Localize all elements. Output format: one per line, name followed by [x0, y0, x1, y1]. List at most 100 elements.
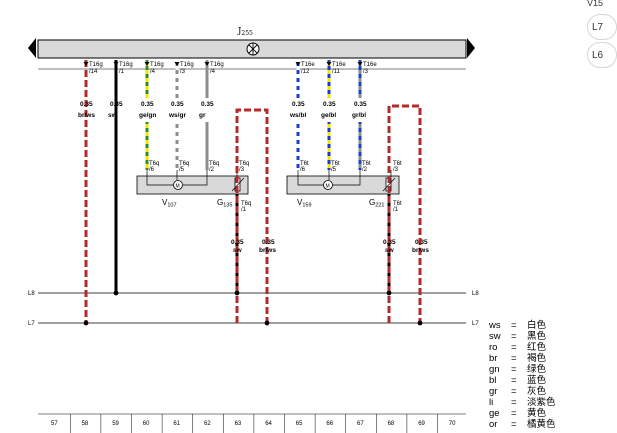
legend-equals: =: [511, 353, 517, 364]
junction-58-l7: [83, 320, 89, 326]
grid-number-59: 59: [112, 421, 119, 427]
junction-59-l8: [113, 290, 119, 296]
connector-4-pin: /4: [210, 69, 216, 75]
legend-color-name: 黄色: [527, 408, 547, 419]
legend-equals: =: [511, 386, 517, 397]
legend-color-name: 白色: [527, 320, 547, 331]
wire-4-size: 0.35: [201, 101, 214, 108]
wires: [83, 60, 423, 326]
legend-row-br: br=褐色: [489, 353, 556, 364]
grid-number-62: 62: [204, 421, 211, 427]
wire-3-color: ws/gr: [168, 112, 186, 119]
grid-number-64: 64: [265, 421, 272, 427]
legend-code: or: [489, 419, 498, 430]
left-motor-internal: [146, 177, 208, 186]
connector-1-name: T16g: [119, 62, 133, 68]
connector-1-pin: /1: [119, 69, 125, 75]
left-motor-symbol-icon: [173, 180, 183, 190]
right-drop-color: br/ws: [412, 247, 429, 254]
side-tab-l7[interactable]: L7: [587, 14, 617, 40]
left-shield-drop: [235, 108, 269, 323]
connector-pin-icon-1: [113, 62, 119, 66]
connector-pin-icon-4: [204, 62, 210, 66]
junction-68-l8: [386, 290, 392, 296]
rail-l7-label-left: L7: [28, 321, 35, 327]
grid-number-58: 58: [82, 421, 89, 427]
wire-2-size: 0.35: [141, 101, 154, 108]
right-motor-symbol-icon: [323, 180, 333, 190]
legend-code: sw: [489, 331, 501, 342]
legend-equals: =: [511, 331, 517, 342]
legend-row-li: li=淡紫色: [489, 397, 556, 408]
legend-code: ro: [489, 342, 498, 353]
connector-6-pin: /11: [332, 69, 341, 75]
connector-2-name: T16g: [150, 62, 164, 68]
legend-color-name: 绿色: [527, 364, 547, 375]
bar-right-arrow: [467, 38, 475, 58]
legend-row-sw: sw=黑色: [489, 331, 556, 342]
wire-labels: T16g/140.35br/wsT16g/10.35swT16g/40.35ge…: [78, 62, 429, 254]
side-tab-l6[interactable]: L6: [587, 42, 617, 68]
legend-row-ws: ws = 白色: [489, 320, 556, 331]
wire-5-size: 0.35: [292, 101, 305, 108]
legend-equals: =: [511, 320, 517, 331]
legend-color-name: 灰色: [527, 386, 547, 397]
connector-pin-icon-6: [326, 62, 332, 66]
legend-equals: =: [511, 408, 517, 419]
legend-code: bl: [489, 375, 497, 386]
legend-color-name: 红色: [527, 342, 547, 353]
right-motor-internal: [297, 177, 361, 186]
wire-4-color: gr: [199, 112, 206, 119]
legend-row-gr: gr=灰色: [489, 386, 556, 397]
legend-equals: =: [511, 419, 517, 430]
legend-equals: =: [511, 364, 517, 375]
junction-64-l7: [264, 320, 270, 326]
connector-pin-icon-2: [144, 62, 150, 66]
connector-0-name: T16g: [89, 62, 103, 68]
wire-0-color: br/ws: [78, 112, 95, 119]
right-ground-color: sw: [385, 247, 395, 254]
right-motor-pin-3: T6t/3: [393, 161, 402, 173]
side-panel: V15 L7 L6: [583, 0, 617, 70]
left-ground-conn: T6q/1: [241, 201, 251, 213]
legend-code: ws: [489, 320, 501, 331]
wire-7-color: gr/bl: [352, 112, 366, 119]
right-motor-pin-0: T6t/6: [300, 161, 309, 173]
right-motor-label: V159: [297, 198, 312, 209]
connector-5-name: T16e: [301, 62, 315, 68]
grid-number-60: 60: [143, 421, 150, 427]
side-panel-title: V15: [587, 0, 604, 8]
legend-row-gn: gn = 绿色: [489, 364, 556, 375]
bar-left-arrow: [28, 38, 36, 58]
left-motor-pin-0: T6q/6: [149, 161, 159, 173]
connector-3-pin: /3: [180, 69, 186, 75]
legend-row-bl: bl=蓝色: [489, 375, 556, 386]
grid-number-61: 61: [173, 421, 180, 427]
grid-number-66: 66: [326, 421, 333, 427]
right-ground-size: 0.35: [383, 239, 396, 246]
grid-number-67: 67: [357, 421, 364, 427]
wiring-diagram: J255 L8 L8 L7 L7 M V107 G135 M V159 G221…: [28, 26, 479, 433]
connector-pin-icon-5: [295, 62, 301, 66]
connector-pin-icon-0: [83, 62, 89, 66]
legend-code: gn: [489, 364, 500, 375]
wire-2-color: ge/gn: [139, 112, 156, 119]
connector-7-name: T16e: [363, 62, 377, 68]
left-drop-size: 0.35: [262, 239, 275, 246]
wire-1-size: 0.35: [110, 101, 123, 108]
left-motor-pin-3: T6q/3: [239, 161, 249, 173]
left-potentiometer-arrow-icon: [231, 177, 245, 192]
legend-row-or: or=橘黄色: [489, 419, 556, 430]
control-unit-j255: J255: [28, 26, 475, 70]
legend-equals: =: [511, 375, 517, 386]
legend-row-ro: ro=红色: [489, 342, 556, 353]
connector-6-name: T16e: [332, 62, 346, 68]
left-motor-label: V107: [162, 198, 177, 209]
connector-pin-icon-3: [174, 62, 180, 66]
junction-63-l8: [234, 290, 240, 296]
right-shield-drop: [387, 104, 422, 323]
right-ground-conn: T6t/1: [393, 201, 402, 213]
left-ground-size: 0.35: [231, 239, 244, 246]
connector-3-name: T16g: [180, 62, 194, 68]
connector-7-pin: /3: [363, 69, 369, 75]
